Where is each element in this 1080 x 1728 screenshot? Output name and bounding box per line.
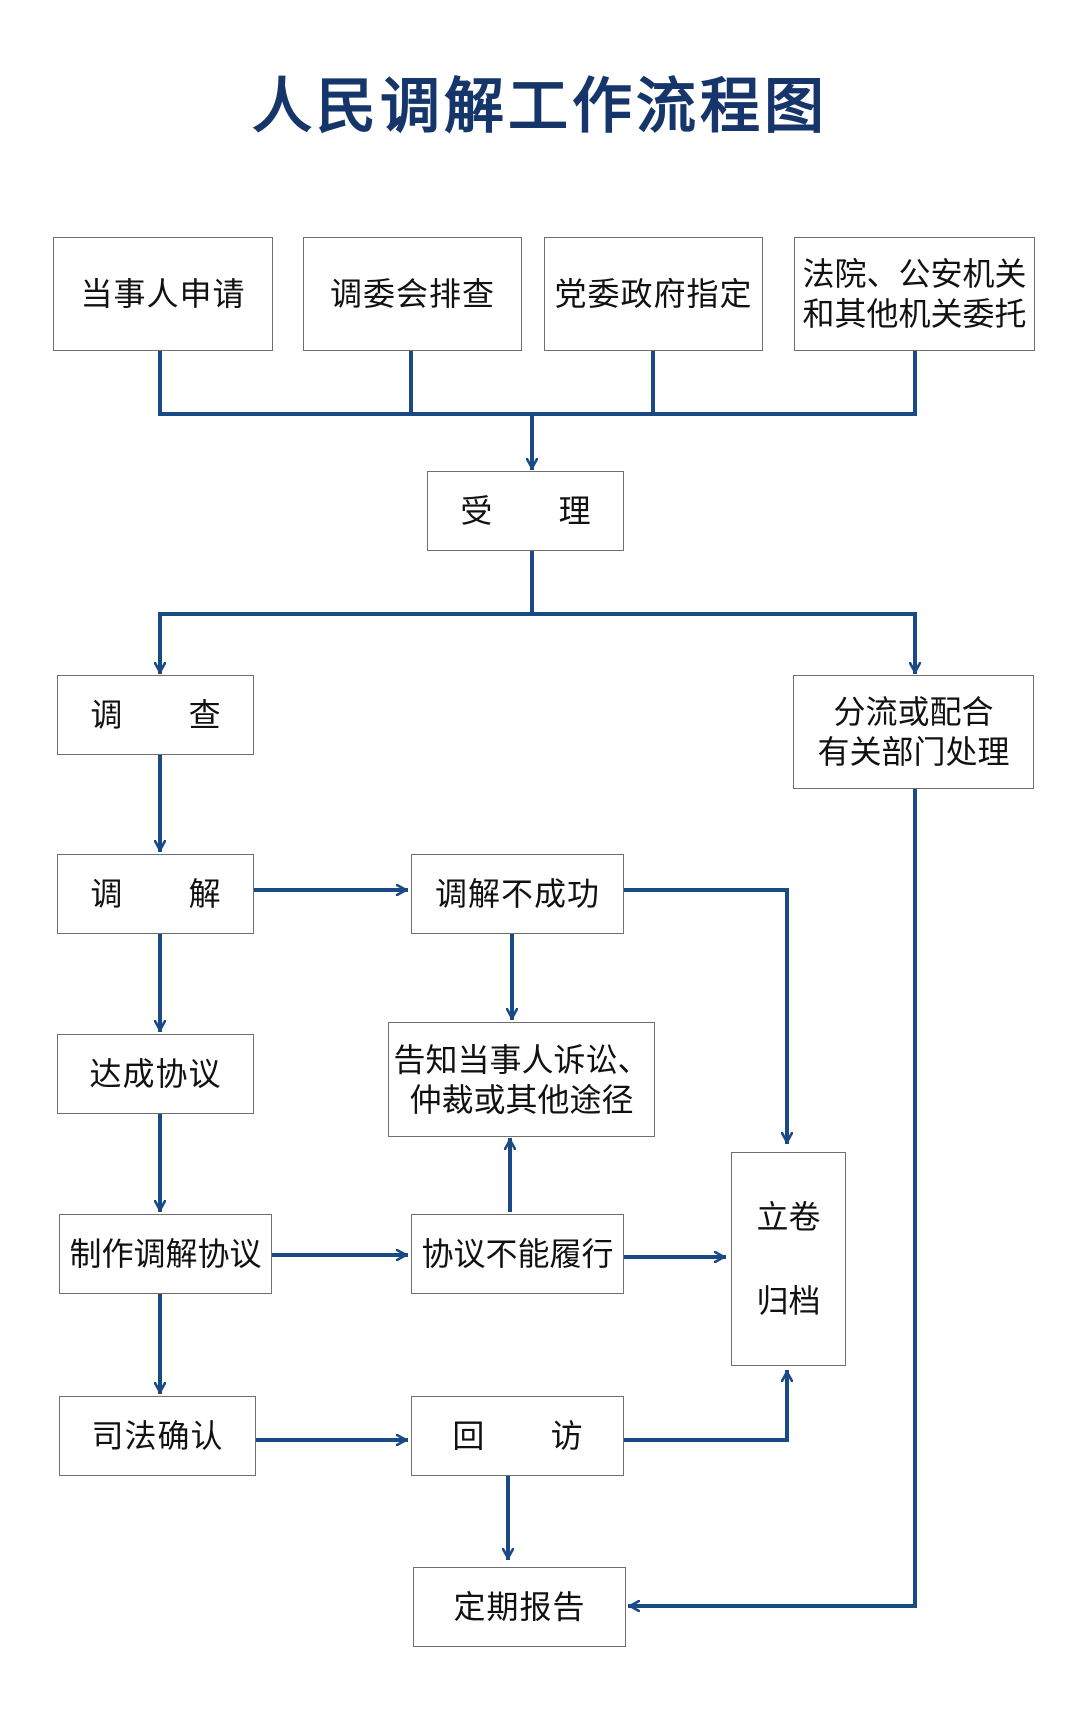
node-label: 当事人申请 (80, 275, 246, 313)
node-label: 达成协议 (89, 1055, 222, 1093)
node-label: 协议不能履行 (421, 1235, 614, 1273)
node-accept: 受 理 (427, 471, 624, 551)
arrow-diversion-to-report (628, 785, 917, 1606)
node-mediate: 调 解 (57, 854, 254, 934)
node-label: 调 解 (90, 875, 249, 913)
node-agreement-reached: 达成协议 (57, 1034, 254, 1114)
node-label: 受 理 (460, 492, 619, 530)
node-label-line-1: 分流或配合 (833, 693, 994, 731)
node-inform-other-channels: 告知当事人诉讼、 仲裁或其他途径 (388, 1022, 655, 1137)
node-label: 回 访 (452, 1417, 611, 1455)
node-court-police-entrusted: 法院、公安机关 和其他机关委托 (794, 237, 1035, 351)
page-title: 人民调解工作流程图 (252, 72, 828, 142)
node-label-line-2: 有关部门处理 (817, 733, 1010, 771)
node-label: 调委会排查 (329, 275, 495, 313)
node-label: 党委政府指定 (554, 275, 753, 313)
node-label-line-1: 告知当事人诉讼、 (393, 1040, 650, 1079)
node-periodic-report: 定期报告 (413, 1567, 626, 1647)
node-label: 调解不成功 (434, 875, 600, 913)
node-follow-up: 回 访 (411, 1396, 624, 1476)
node-label: 调 查 (90, 696, 249, 734)
node-agreement-cannot-perform: 协议不能履行 (411, 1214, 624, 1294)
node-investigate: 调 查 (57, 675, 254, 755)
node-make-agreement: 制作调解协议 (59, 1214, 272, 1294)
node-diversion: 分流或配合 有关部门处理 (793, 675, 1034, 789)
node-label: 定期报告 (453, 1588, 586, 1626)
node-mediation-failed: 调解不成功 (411, 854, 624, 934)
node-label-line-2: 和其他机关委托 (802, 295, 1027, 333)
node-label: 司法确认 (91, 1417, 224, 1455)
node-archive: 立卷 归档 (731, 1152, 846, 1366)
arrow-failed-to-archive (622, 888, 787, 1144)
node-label-line-1: 立卷 (756, 1198, 821, 1236)
node-label-line-2: 归档 (756, 1282, 821, 1320)
node-party-application: 当事人申请 (53, 237, 273, 351)
node-label: 制作调解协议 (69, 1235, 262, 1273)
node-judicial-confirmation: 司法确认 (59, 1396, 256, 1476)
arrow-followup-to-archive (622, 1370, 787, 1442)
node-party-government-assigned: 党委政府指定 (544, 237, 763, 351)
node-label-line-1: 法院、公安机关 (802, 255, 1027, 293)
node-committee-screening: 调委会排查 (303, 237, 522, 351)
node-label-line-2: 仲裁或其他途径 (409, 1080, 634, 1119)
